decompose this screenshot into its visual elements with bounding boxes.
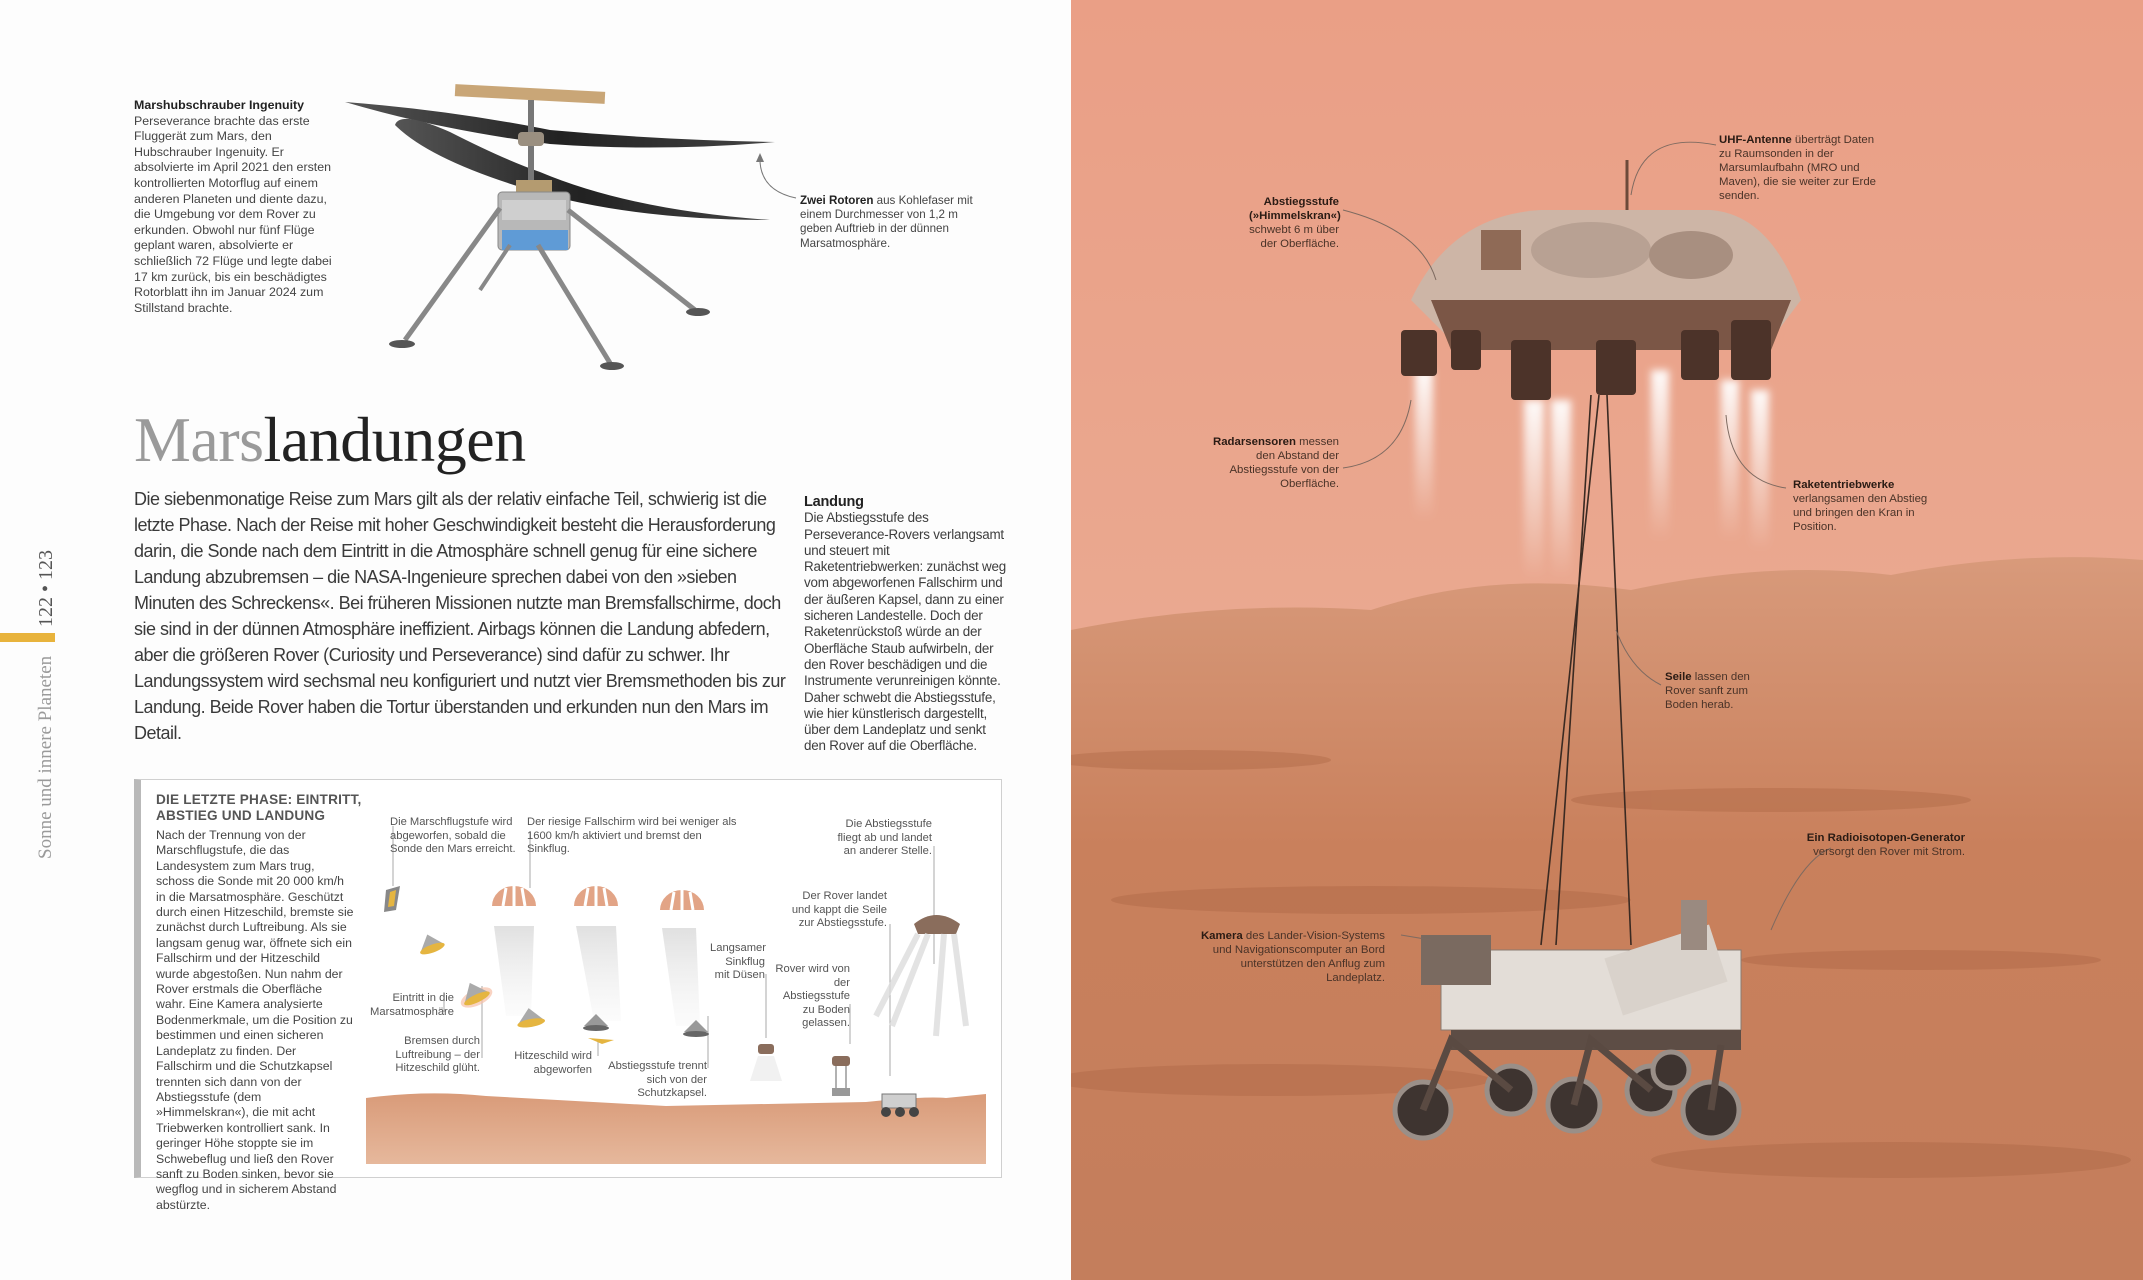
label-skycrane: Abstiegsstufe (»Himmelskran«) schwebt 6 … bbox=[1249, 195, 1341, 251]
label-flyaway: Die Abstiegsstufe fliegt ab und landet a… bbox=[837, 818, 932, 858]
flyaway-stage-icon bbox=[873, 915, 969, 1037]
landung-title: Landung bbox=[804, 494, 864, 510]
label-slow-descent: Langsamer Sinkflug mit Düsen bbox=[710, 942, 766, 982]
label-entry: Eintritt in die Marsatmosphäre bbox=[370, 992, 454, 1018]
label-camera-text: des Lander-Vision-Systems und Navigation… bbox=[1212, 930, 1385, 984]
label-camera: Kamera des Lander-Vision-Systems und Nav… bbox=[1189, 929, 1385, 985]
section-title: Sonne und innere Planeten bbox=[35, 656, 56, 860]
label-separation: Abstiegsstufe trennt sich von der Schutz… bbox=[608, 1060, 707, 1100]
descent-stage-skycrane bbox=[1401, 160, 1801, 400]
mars-skycrane-photo bbox=[1071, 0, 2143, 1280]
label-rover-lands: Der Rover landet und kappt die Seile zur… bbox=[791, 890, 887, 930]
descent-stage-icon-2 bbox=[832, 1056, 850, 1096]
mars-landscape bbox=[1071, 0, 2143, 1280]
page-title-part2: landungen bbox=[263, 404, 527, 475]
phase-infobox-title: DIE LETZTE PHASE: EINTRITT, ABSTIEG UND … bbox=[156, 792, 362, 823]
capsule-braking-icon bbox=[460, 982, 493, 1008]
label-engines-text: verlangsamen den Abstieg und bringen den… bbox=[1793, 493, 1928, 533]
landing-sequence-diagram bbox=[366, 826, 986, 1164]
ingenuity-helicopter-illustration bbox=[345, 84, 775, 370]
rotor-callout-line bbox=[756, 153, 797, 199]
label-uhf-lead: UHF-Antenne bbox=[1719, 134, 1792, 146]
photo-callout-lines bbox=[1342, 141, 1832, 941]
label-rtg-text: versorgt den Rover mit Strom. bbox=[1813, 846, 1965, 858]
label-lowered: Rover wird von der Abstiegsstufe zu Bode… bbox=[775, 963, 850, 1030]
ingenuity-caption-text: Perseverance brachte das erste Fluggerät… bbox=[134, 113, 332, 315]
label-radar: Radarsensoren messen den Abstand der Abs… bbox=[1209, 435, 1339, 491]
label-radar-text: messen den Abstand der Abstiegsstufe von… bbox=[1229, 436, 1339, 490]
label-cruise-stage: Die Marschflugstufe wird abgeworfen, sob… bbox=[390, 816, 516, 856]
cruise-stage-icon bbox=[384, 886, 400, 912]
capsule-entry-icon bbox=[420, 934, 445, 955]
rotor-caption-lead: Zwei Rotoren bbox=[800, 194, 874, 207]
label-uhf-text: überträgt Daten zu Raumsonden in der Mar… bbox=[1719, 134, 1876, 202]
label-skycrane-lead: Abstiegsstufe (»Himmelskran«) bbox=[1249, 196, 1341, 222]
ingenuity-caption: Marshubschrauber Ingenuity Perseverance … bbox=[134, 98, 344, 316]
phase-infobox-text: Nach der Trennung von der Marschflugstuf… bbox=[156, 828, 354, 1212]
distant-hills bbox=[1071, 557, 2143, 1280]
rocket-plumes bbox=[1415, 370, 1769, 580]
label-cables-text: lassen den Rover sanft zum Boden herab. bbox=[1665, 671, 1750, 711]
label-engines: Raketentriebwerke verlangsamen den Absti… bbox=[1793, 478, 1928, 534]
label-parachute: Der riesige Fallschirm wird bei weniger … bbox=[527, 816, 737, 856]
article-body: Die siebenmonatige Reise zum Mars gilt a… bbox=[134, 489, 786, 743]
landung-text: Die Abstiegsstufe des Perseverance-Rover… bbox=[804, 510, 1007, 754]
rotor-caption: Zwei Rotoren aus Kohlefaser mit einem Du… bbox=[800, 194, 975, 251]
label-braking: Bremsen durch Luftreibung – der Hitzesch… bbox=[395, 1035, 480, 1075]
label-camera-lead: Kamera bbox=[1200, 930, 1243, 942]
landung-sidebar: Landung Die Abstiegsstufe des Perseveran… bbox=[804, 494, 1010, 755]
page-numbers: 122 • 123 bbox=[35, 549, 57, 627]
parachute-icon-1 bbox=[492, 886, 546, 1028]
label-radar-lead: Radarsensoren bbox=[1213, 436, 1296, 448]
label-uhf-antenna: UHF-Antenne überträgt Daten zu Raumsonde… bbox=[1719, 133, 1879, 203]
label-skycrane-text: schwebt 6 m über der Oberfläche. bbox=[1249, 224, 1339, 250]
parachute-icon-2 bbox=[574, 886, 621, 1044]
label-rtg: Ein Radioisotopen-Generator versorgt den… bbox=[1800, 831, 1965, 859]
ground-texture bbox=[1071, 750, 2131, 1178]
page-title-part1: Mars bbox=[134, 404, 264, 475]
rotor-caption-text: aus Kohlefaser mit einem Durchmesser von… bbox=[800, 194, 973, 250]
perseverance-rover bbox=[1392, 900, 1742, 1141]
rover-landed-icon bbox=[881, 1093, 919, 1117]
label-engines-lead: Raketentriebwerke bbox=[1793, 479, 1895, 491]
parachute-icon-3 bbox=[660, 890, 709, 1037]
section-accent-bar bbox=[0, 633, 55, 642]
descent-stage-icon-1 bbox=[750, 1044, 782, 1081]
label-heatshield: Hitzeschild wird abgeworfen bbox=[514, 1050, 592, 1076]
callout-lines bbox=[392, 826, 935, 1076]
label-cables: Seile lassen den Rover sanft zum Boden h… bbox=[1665, 670, 1750, 712]
bridle-cables bbox=[1540, 394, 1632, 946]
page-title: Marslandungen bbox=[134, 402, 526, 478]
label-rtg-lead: Ein Radioisotopen-Generator bbox=[1806, 832, 1965, 844]
label-cables-lead: Seile bbox=[1665, 671, 1692, 683]
ingenuity-caption-title: Marshubschrauber Ingenuity bbox=[134, 98, 305, 112]
ground-strip bbox=[366, 1093, 986, 1164]
